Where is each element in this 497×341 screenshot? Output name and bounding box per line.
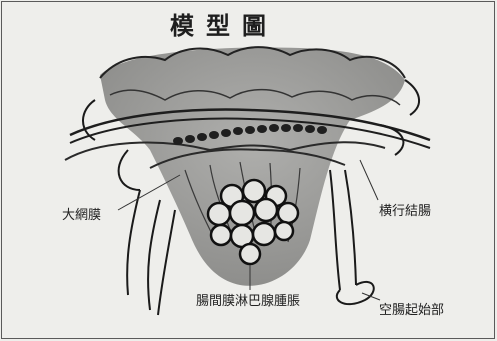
label-transverse-colon: 横行結腸 (379, 200, 431, 219)
label-greater-omentum: 大網膜 (62, 204, 101, 223)
label-jejunum-start: 空腸起始部 (379, 299, 444, 318)
label-mesenteric-lymph-nodes: 腸間膜淋巴腺腫脹 (196, 290, 300, 309)
